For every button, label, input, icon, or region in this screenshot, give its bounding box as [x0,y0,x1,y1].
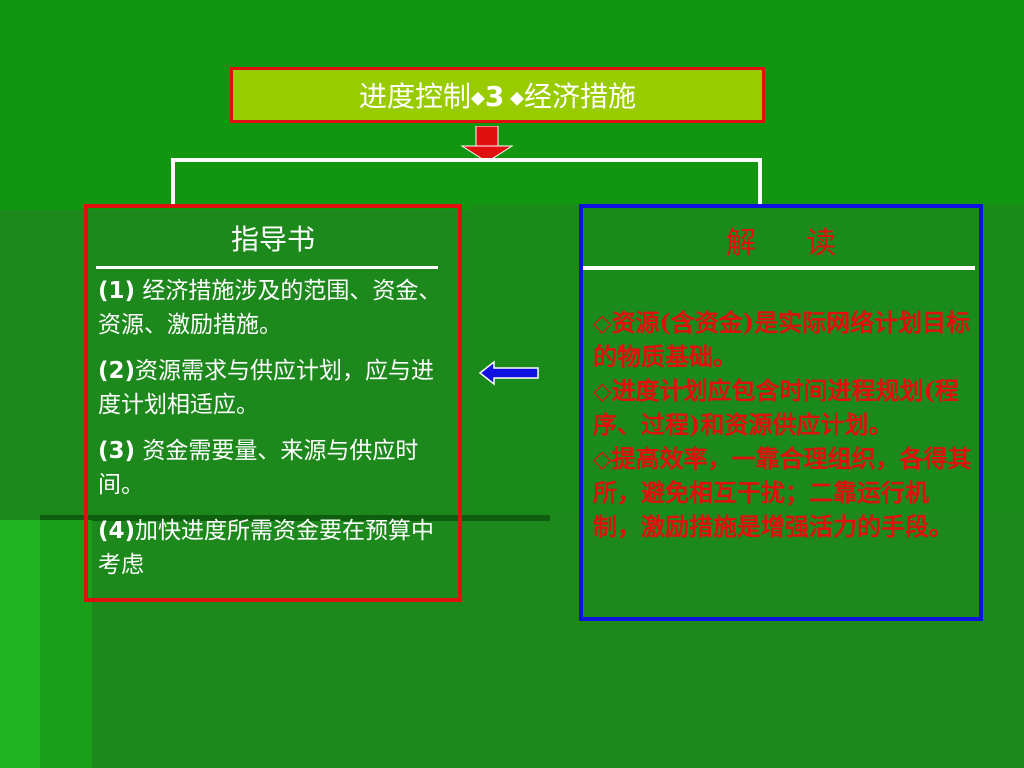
guidance-item: (2)资源需求与供应计划，应与进度计划相适应。 [98,354,448,422]
interpretation-panel: 解读 ◇资源(含资金)是实际网络计划目标的物质基础。 ◇进度计划应包含时间进程规… [579,204,983,621]
diamond-icon: ◆ [471,87,485,109]
background-shade [470,205,1024,515]
interpretation-item: ◇进度计划应包含时间进程规划(程序、过程)和资源供应计划。 [593,376,959,439]
background-divider [40,515,550,521]
interpretation-list: ◇资源(含资金)是实际网络计划目标的物质基础。 ◇进度计划应包含时间进程规划(程… [593,306,973,544]
slide-title: 进度控制◆3 ◆经济措施 [230,67,765,123]
item-text: 加快进度所需资金要在预算中考虑 [98,518,435,578]
interpretation-item: ◇资源(含资金)是实际网络计划目标的物质基础。 [593,308,971,371]
item-number: (2) [98,358,136,384]
connector-line-left [171,158,175,206]
guidance-heading: 指导书 [230,223,315,256]
title-text-part1: 进度控制 [359,80,472,113]
item-number: (3) [98,438,136,464]
blue-left-arrow-icon [478,360,539,386]
item-number: (1) [98,278,136,304]
interpretation-divider [583,266,975,270]
item-text: 资源需求与供应计划，应与进度计划相适应。 [98,358,435,418]
guidance-item: (3) 资金需要量、来源与供应时间。 [98,434,448,502]
guidance-divider [96,266,438,269]
interpretation-heading: 解读 [726,226,886,261]
interpretation-item: ◇提高效率，一靠合理组织，各得其所，避免相互干扰；二靠运行机制，激励措施是增强活… [593,444,972,541]
background-left-strip [0,520,40,768]
connector-line [171,158,762,162]
connector-line-right [758,158,762,206]
diamond-icon: ◆ [504,87,524,109]
red-down-arrow-icon [460,126,514,162]
item-text: 经济措施涉及的范围、资金、资源、激励措施。 [98,278,442,338]
guidance-item: (1) 经济措施涉及的范围、资金、资源、激励措施。 [98,274,448,342]
title-text-part2: 经济措施 [523,80,636,113]
guidance-item: (4)加快进度所需资金要在预算中考虑 [98,514,448,582]
guidance-panel: 指导书 (1) 经济措施涉及的范围、资金、资源、激励措施。 (2)资源需求与供应… [84,204,462,602]
background-left-strip-2 [40,520,92,768]
item-text: 资金需要量、来源与供应时间。 [98,438,419,498]
guidance-list: (1) 经济措施涉及的范围、资金、资源、激励措施。 (2)资源需求与供应计划，应… [98,274,448,594]
item-number: (4) [98,518,136,544]
title-number: 3 [484,80,505,113]
